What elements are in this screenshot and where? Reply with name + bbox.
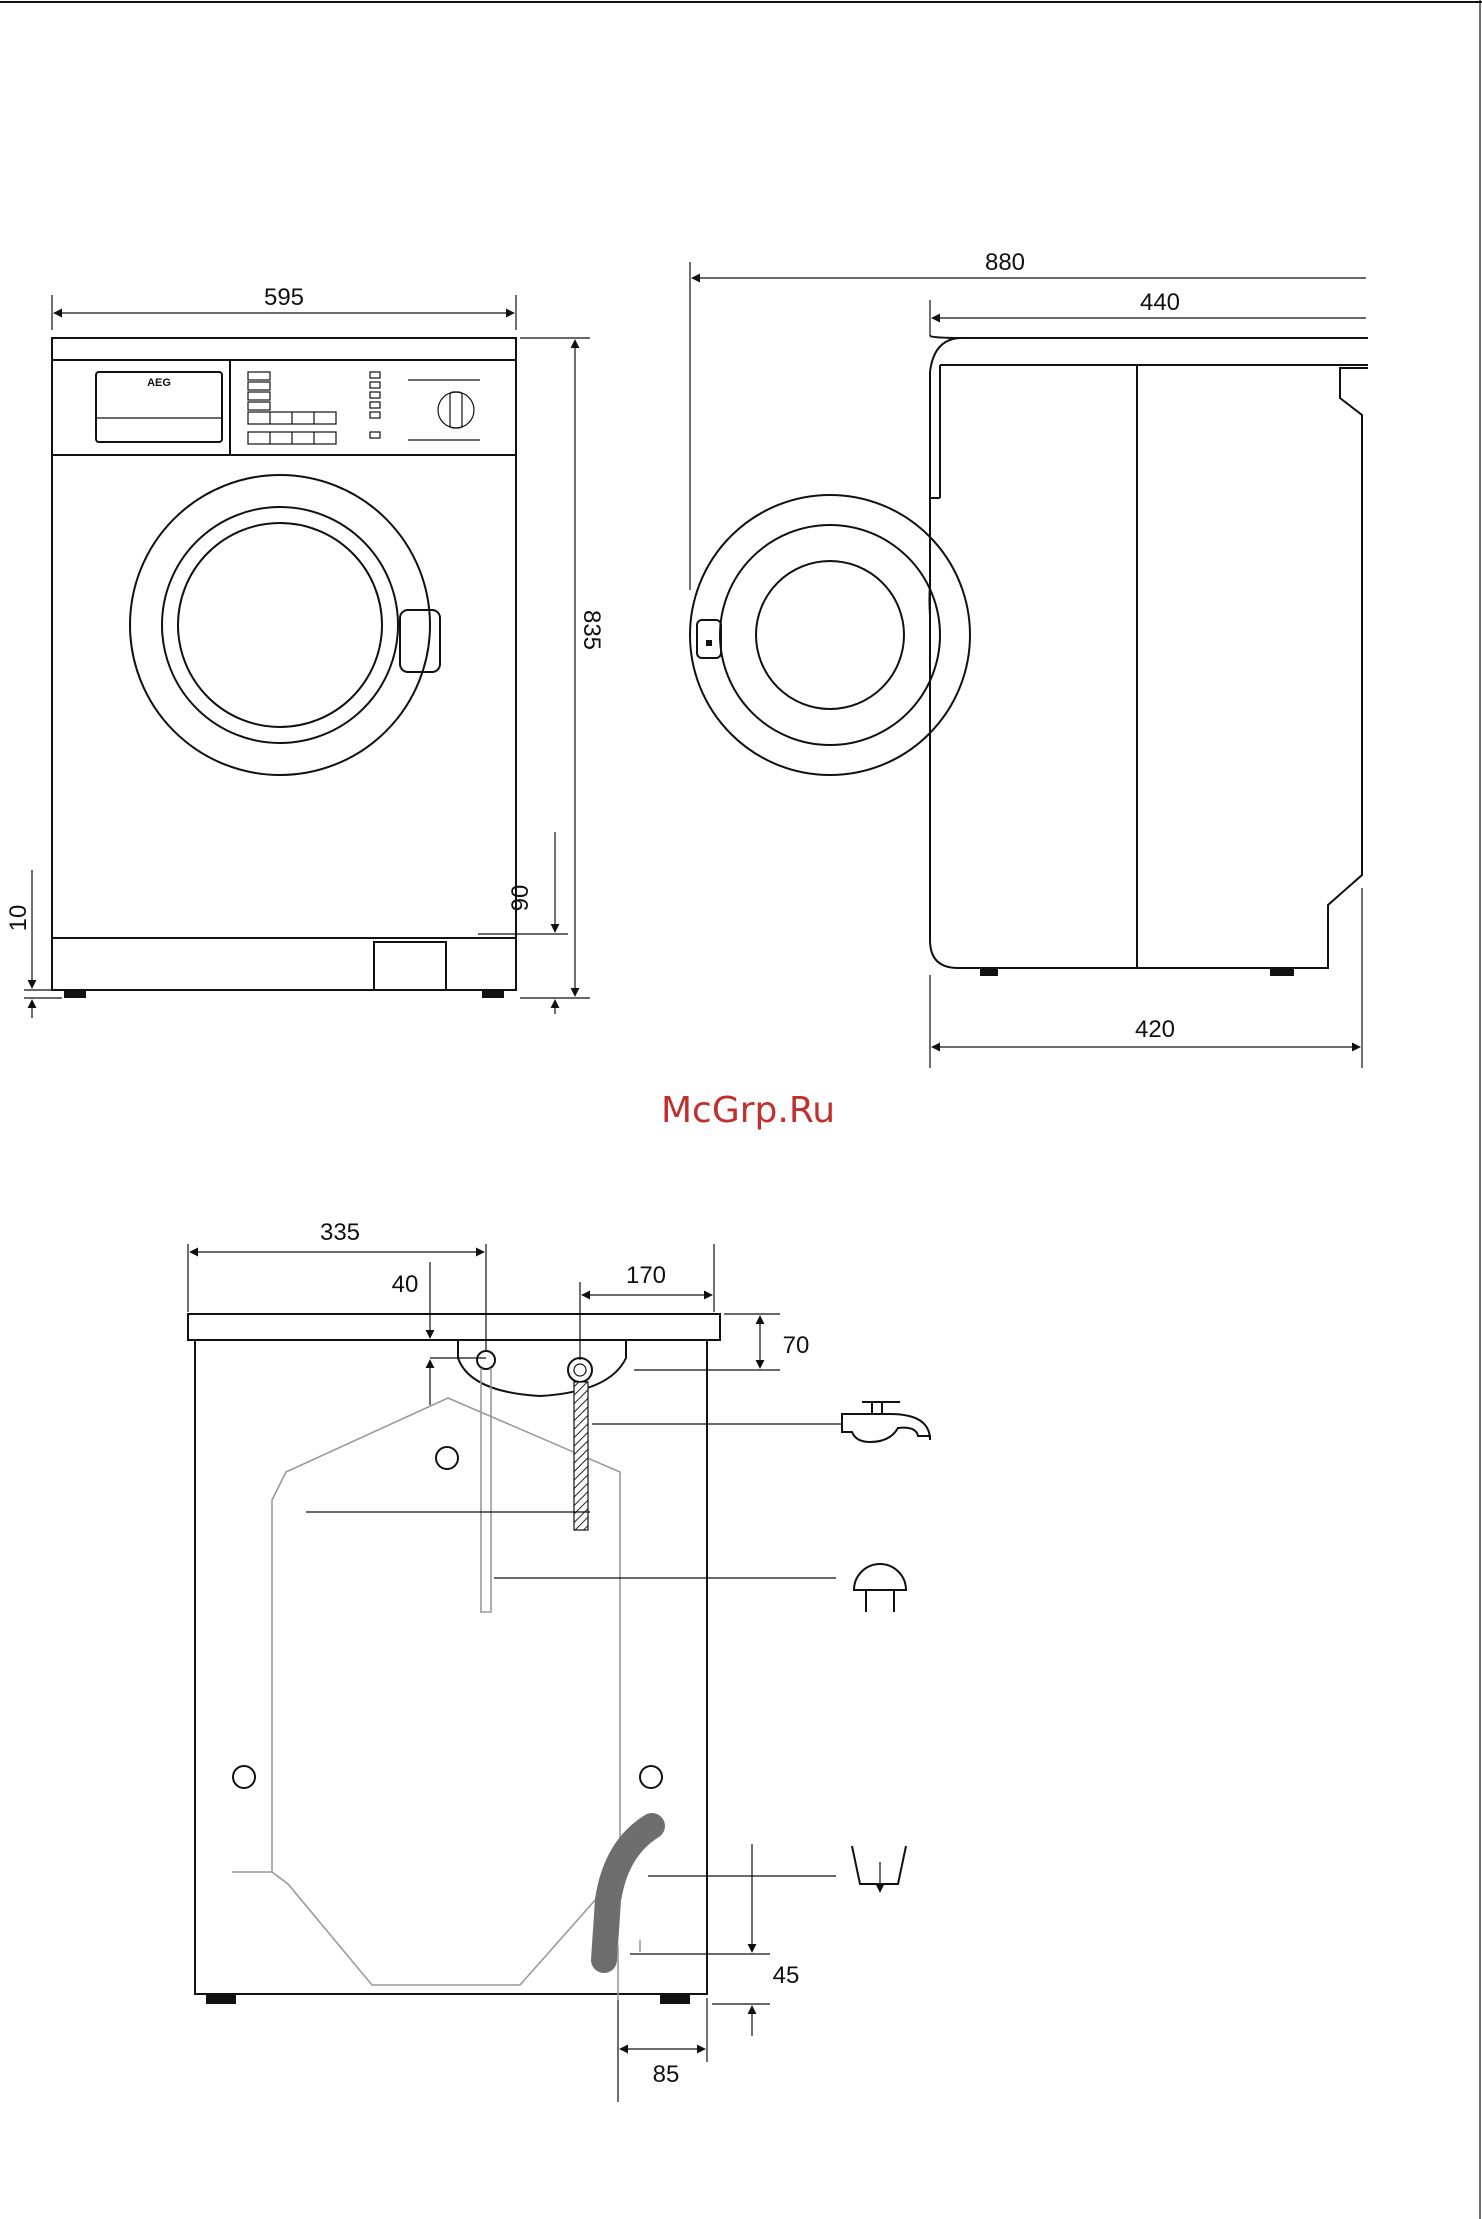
front-door: [130, 475, 440, 775]
offset-label: 335: [320, 1219, 360, 1246]
transport-bolt-right: [640, 1766, 662, 1788]
side-body: [930, 338, 1368, 968]
width-label: 595: [264, 284, 304, 311]
side-door: [690, 495, 970, 775]
front-body: [52, 338, 516, 990]
side-door-handle: [697, 620, 721, 658]
right-offset-label: 170: [626, 1262, 666, 1289]
rear-foot-left: [206, 1994, 236, 2004]
top-gap-label: 40: [392, 1271, 419, 1298]
rear-foot-right: [660, 1994, 690, 2004]
water-tap-icon: [842, 1402, 930, 1442]
total-depth-label: 880: [985, 249, 1025, 276]
door-handle: [400, 610, 440, 672]
side-foot-rear: [1270, 968, 1294, 976]
front-foot-left: [64, 990, 86, 998]
filter-flap: [374, 942, 446, 990]
power-plug-icon: [854, 1564, 906, 1612]
rear-panel-outline: [272, 1398, 620, 1985]
rear-top-lid: [188, 1314, 720, 1340]
control-panel: [248, 372, 480, 444]
height-label: 835: [578, 610, 605, 650]
plinth-label: 90: [507, 885, 534, 912]
transport-bolt-left: [233, 1766, 255, 1788]
rear-view: 335 40 170 70 45 85: [188, 1219, 930, 2102]
side-view: 880 440 420: [690, 249, 1368, 1068]
front-view: AEG: [5, 284, 605, 1018]
foot-label: 10: [5, 905, 32, 932]
program-dial: [438, 392, 474, 428]
drain-outlet-icon: [852, 1846, 906, 1892]
body-depth-label: 440: [1140, 289, 1180, 316]
side-foot-front: [980, 968, 998, 976]
detergent-drawer: AEG: [96, 372, 222, 442]
top-height-label: 70: [783, 1332, 810, 1359]
front-foot-right: [482, 990, 504, 998]
drain-hose: [604, 1826, 652, 1960]
watermark: McGrp.Ru: [661, 1090, 835, 1131]
drain-offset-label: 85: [653, 2061, 680, 2088]
base-depth-label: 420: [1135, 1016, 1175, 1043]
brand-logo: AEG: [147, 377, 171, 389]
power-cable: [481, 1368, 491, 1612]
transport-bolt-top: [436, 1447, 458, 1469]
drain-height-label: 45: [773, 1962, 800, 1989]
inlet-hose: [574, 1382, 588, 1530]
